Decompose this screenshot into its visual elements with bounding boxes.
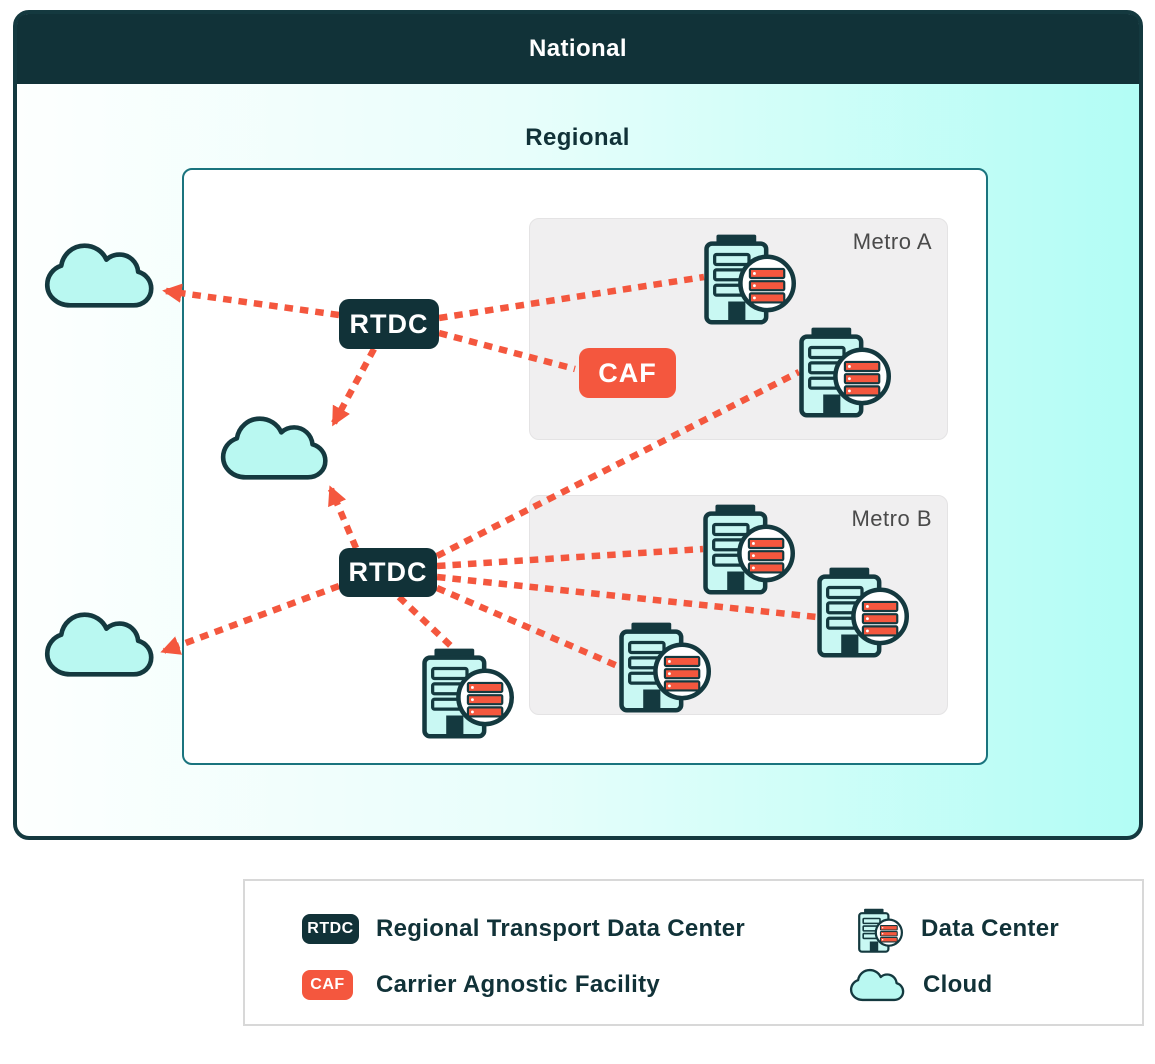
rtdc-badge-bottom: RTDC xyxy=(339,548,437,597)
legend-data-center-icon xyxy=(857,906,903,954)
regional-title: Regional xyxy=(525,124,630,151)
arrow-rtdc-top-to-dc-metro-a-1 xyxy=(438,273,705,322)
arrow-rtdc-bottom-to-dc-metro-b-2 xyxy=(436,573,818,621)
metro-a-label: Metro A xyxy=(852,229,932,254)
dc-metro-b-3 xyxy=(617,618,711,714)
cloud-top-left xyxy=(43,241,155,310)
cloud-bottom-left xyxy=(43,610,155,679)
data-center-icon xyxy=(619,622,711,713)
arrow-rtdc-bottom-to-dc-metro-b-1 xyxy=(436,545,704,570)
cloud-middle xyxy=(219,413,329,483)
legend-cloud-icon xyxy=(849,967,905,1003)
legend-caf-label: Carrier Agnostic Facility xyxy=(376,971,661,998)
data-center-icon xyxy=(858,908,903,953)
arrow-rtdc-bottom-to-dc-regional xyxy=(396,594,455,650)
arrow-rtdc-top-to-caf xyxy=(438,329,576,373)
cloud-icon xyxy=(849,968,905,1002)
dc-metro-a-2 xyxy=(797,323,891,419)
data-center-icon xyxy=(817,567,909,658)
cloud-icon xyxy=(44,243,154,308)
national-header: National xyxy=(17,14,1139,84)
arrow-rtdc-bottom-to-cloud-middle xyxy=(328,485,359,550)
connection-arrows xyxy=(160,273,818,670)
data-center-icon xyxy=(422,648,514,739)
cloud-icon xyxy=(220,416,328,480)
legend-data-center-label: Data Center xyxy=(921,915,1060,942)
legend-rtdc-badge: RTDC xyxy=(302,914,359,944)
arrow-rtdc-top-to-cloud-middle xyxy=(331,347,377,427)
arrow-rtdc-top-to-cloud-top-left xyxy=(162,283,340,319)
legend: RTDC Regional Transport Data Center CAF … xyxy=(243,879,1144,1026)
metro-b-label: Metro B xyxy=(851,506,932,531)
arrow-rtdc-bottom-to-cloud-bottom-left xyxy=(160,582,341,655)
dc-metro-a-1 xyxy=(702,230,796,326)
arrow-rtdc-bottom-to-dc-metro-b-3 xyxy=(435,585,622,670)
data-center-icon xyxy=(703,504,795,595)
legend-rtdc-label: Regional Transport Data Center xyxy=(376,915,746,942)
legend-cloud-label: Cloud xyxy=(923,971,993,998)
cloud-icon xyxy=(44,612,154,677)
data-center-icon xyxy=(799,327,891,418)
caf-badge: CAF xyxy=(579,348,676,398)
dc-metro-b-2 xyxy=(815,563,909,659)
legend-caf-badge: CAF xyxy=(302,970,353,1000)
rtdc-badge-top: RTDC xyxy=(339,299,439,349)
data-center-icon xyxy=(704,234,796,325)
dc-regional xyxy=(420,644,514,740)
national-title: National xyxy=(529,35,627,62)
dc-metro-b-1 xyxy=(701,500,795,596)
arrow-rtdc-bottom-to-dc-metro-a-2 xyxy=(435,369,801,559)
